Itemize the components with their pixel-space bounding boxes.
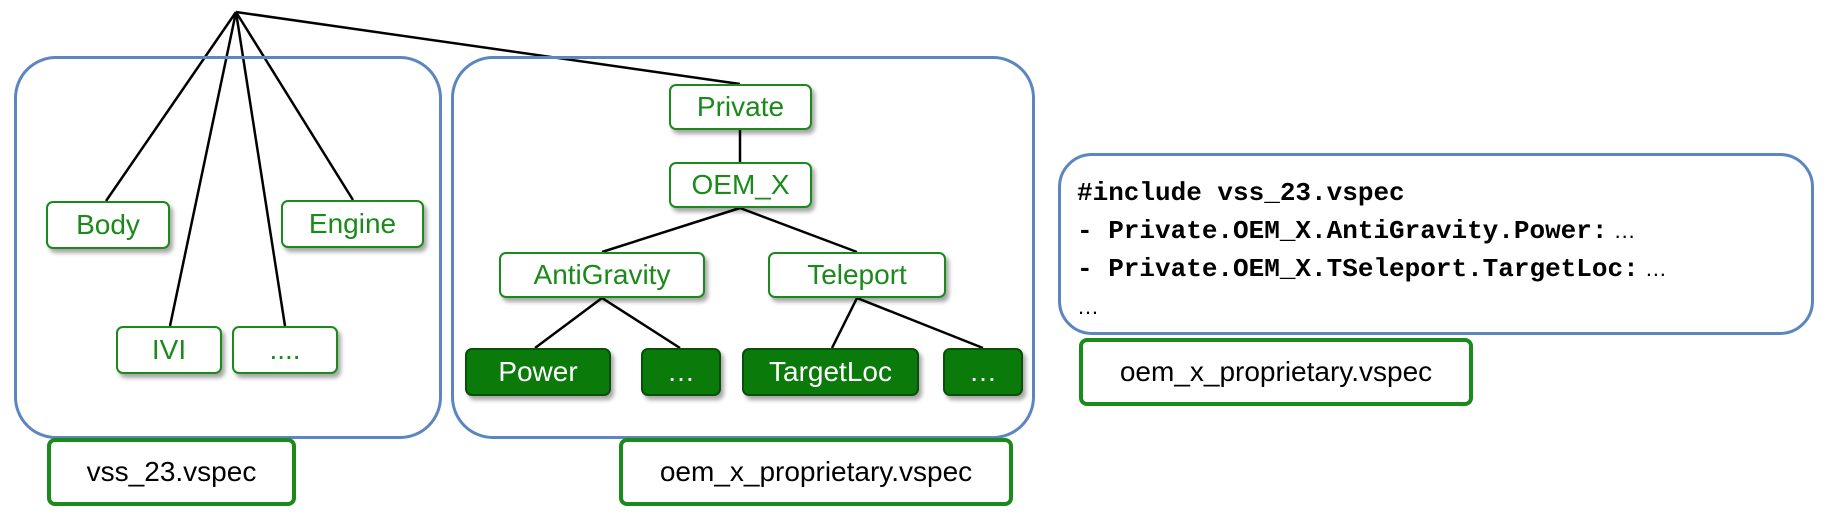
edge-root-ivi xyxy=(168,11,238,327)
code-line-4: … xyxy=(1077,294,1099,319)
node-engine: Engine xyxy=(281,200,424,248)
code-line-1: #include vss_23.vspec xyxy=(1077,178,1405,208)
node-ellipsis-left: .... xyxy=(232,326,338,374)
edge-root-ellipsis xyxy=(234,11,287,327)
label-oem-x-tree: oem_x_proprietary.vspec xyxy=(619,438,1013,506)
node-body: Body xyxy=(46,201,170,249)
edge-oem-teleport xyxy=(739,206,858,254)
node-ivi: IVI xyxy=(116,326,222,374)
node-antigravity: AntiGravity xyxy=(499,252,705,298)
vss-23-panel xyxy=(14,56,442,439)
edge-teleport-targetloc xyxy=(830,297,859,349)
node-teleport: Teleport xyxy=(768,252,946,298)
leaf-ellipsis-1: … xyxy=(641,348,721,396)
leaf-targetloc: TargetLoc xyxy=(742,348,919,396)
edge-teleport-ellipsis xyxy=(856,296,984,350)
node-private: Private xyxy=(669,84,812,130)
edge-root-private xyxy=(235,10,741,86)
edge-oem-antigravity xyxy=(601,206,741,254)
oem-x-panel xyxy=(451,56,1035,439)
code-line-3: - Private.OEM_X.TSeleport.TargetLoc: … xyxy=(1077,254,1667,284)
leaf-ellipsis-2: … xyxy=(943,348,1023,396)
edge-antigravity-ellipsis xyxy=(601,296,681,350)
edge-root-engine xyxy=(234,11,355,201)
label-oem-x-code: oem_x_proprietary.vspec xyxy=(1079,338,1473,406)
code-block: #include vss_23.vspec - Private.OEM_X.An… xyxy=(1058,153,1814,335)
node-oem-x: OEM_X xyxy=(669,162,812,208)
edge-root-body xyxy=(104,11,238,202)
leaf-power: Power xyxy=(465,348,611,396)
label-vss-23: vss_23.vspec xyxy=(47,438,296,506)
edge-antigravity-power xyxy=(534,296,603,350)
code-line-2: - Private.OEM_X.AntiGravity.Power: … xyxy=(1077,216,1636,246)
